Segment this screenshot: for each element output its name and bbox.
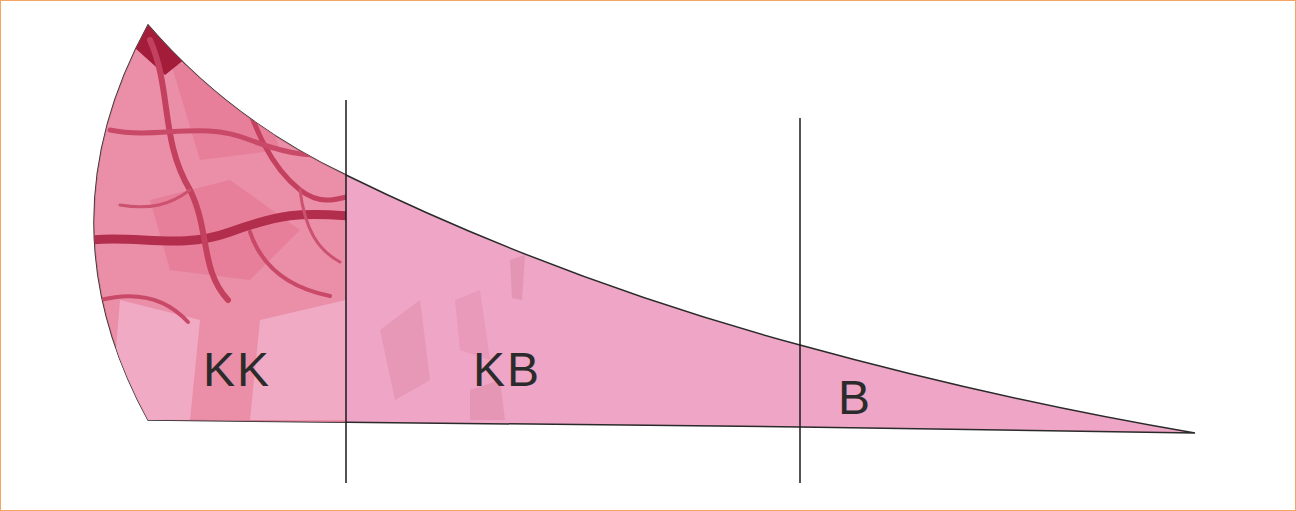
region-label: KB xyxy=(473,346,541,394)
zone-boundary xyxy=(799,118,801,483)
zone-boundary xyxy=(345,100,347,483)
vascular-pattern xyxy=(0,0,525,511)
region-label: B xyxy=(838,374,872,422)
tissue-wedge xyxy=(94,25,1195,433)
region-label: KK xyxy=(203,346,271,394)
